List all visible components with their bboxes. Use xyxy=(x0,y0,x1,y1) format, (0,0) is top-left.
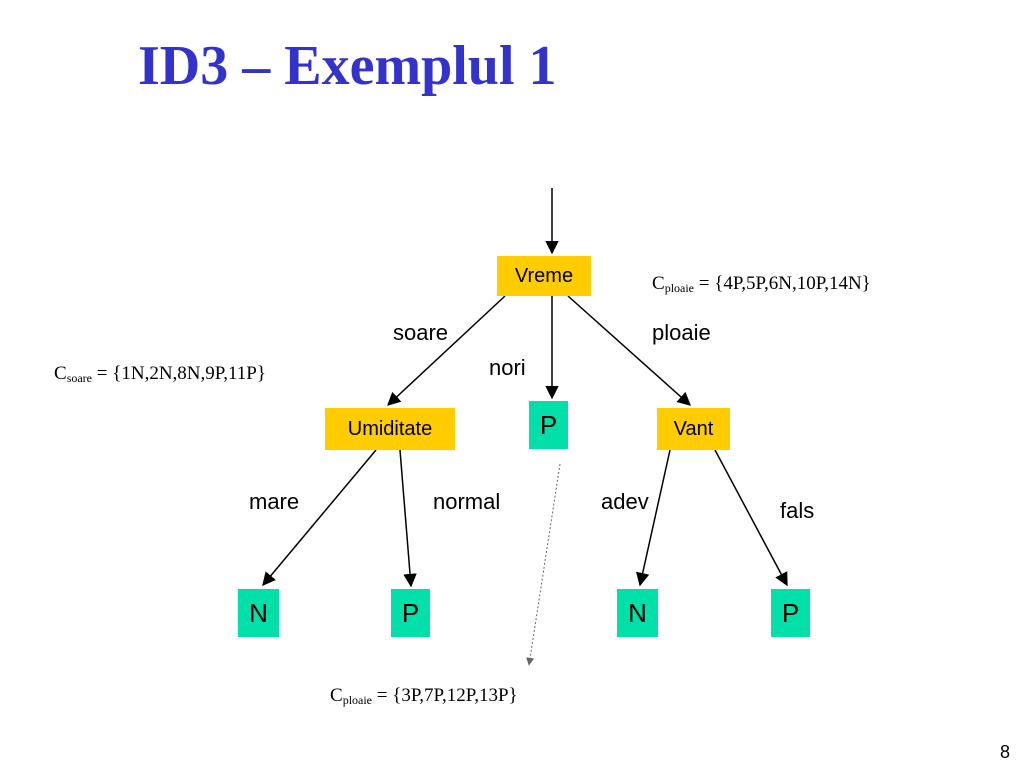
leaf-normal-label: P xyxy=(401,597,420,628)
leaf-nori-label: P xyxy=(539,409,558,440)
edge-mare xyxy=(262,449,377,587)
leaf-mare: N xyxy=(238,589,279,637)
leaf-mare-label: N xyxy=(249,597,268,628)
leaf-normal: P xyxy=(391,589,430,637)
leaf-fals: P xyxy=(771,589,810,637)
set-annotation-ploaie-bottom: Cploaie = {3P,7P,12P,13P} xyxy=(330,686,518,706)
set-ploaie-bottom-value: = {3P,7P,12P,13P} xyxy=(372,685,518,706)
node-vreme-label: Vreme xyxy=(514,264,574,287)
branch-label-fals: fals xyxy=(780,498,815,523)
node-vant-label: Vant xyxy=(673,417,714,440)
node-vant: Vant xyxy=(657,408,730,450)
branch-label-soare: soare xyxy=(393,320,449,345)
set-ploaie-bottom-c: C xyxy=(330,685,343,706)
edge-normal xyxy=(399,449,417,588)
branch-label-mare: mare xyxy=(249,489,300,514)
branch-label-normal: normal xyxy=(433,489,501,514)
leaf-adev-label: N xyxy=(628,597,647,628)
leaf-adev: N xyxy=(617,589,658,637)
branch-label-ploaie: ploaie xyxy=(652,320,711,345)
edge-ploaie xyxy=(567,295,692,406)
leaf-fals-label: P xyxy=(781,597,800,628)
leaf-nori: P xyxy=(529,401,568,449)
set-ploaie-top-subscript: ploaie xyxy=(664,281,695,295)
set-ploaie-bottom-subscript: ploaie xyxy=(342,693,373,707)
edge-fals xyxy=(714,449,788,587)
edge-soare xyxy=(387,295,506,406)
branch-label-adev: adev xyxy=(601,489,649,514)
set-soare-c: C xyxy=(54,363,67,384)
page-number: 8 xyxy=(999,742,1010,762)
node-vreme: Vreme xyxy=(497,256,591,296)
slide-title: ID3 – Exemplul 1 xyxy=(138,35,557,97)
node-umiditate: Umiditate xyxy=(325,408,455,450)
set-ploaie-top-value: = {4P,5P,6N,10P,14N} xyxy=(694,273,871,294)
set-annotation-ploaie-top: Cploaie = {4P,5P,6N,10P,14N} xyxy=(652,274,871,294)
edge-dotted-pointer xyxy=(526,463,561,666)
set-soare-subscript: soare xyxy=(66,371,93,385)
branch-label-nori: nori xyxy=(489,355,526,380)
edge-adev xyxy=(636,449,671,587)
set-ploaie-top-c: C xyxy=(652,273,665,294)
set-annotation-soare: Csoare = {1N,2N,8N,9P,11P} xyxy=(54,364,266,384)
node-umiditate-label: Umiditate xyxy=(347,417,433,440)
set-soare-value: = {1N,2N,8N,9P,11P} xyxy=(92,363,266,384)
